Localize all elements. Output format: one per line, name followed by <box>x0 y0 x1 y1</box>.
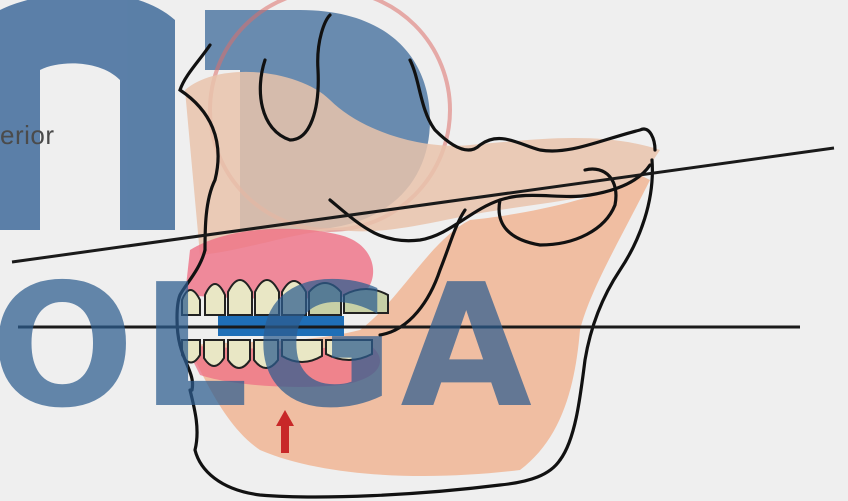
cut-off-label: erior <box>0 120 55 151</box>
watermark-text-group: OLGA <box>0 248 538 446</box>
watermark-text: OLGA <box>0 248 538 446</box>
watermark-logo-letter <box>0 0 175 230</box>
